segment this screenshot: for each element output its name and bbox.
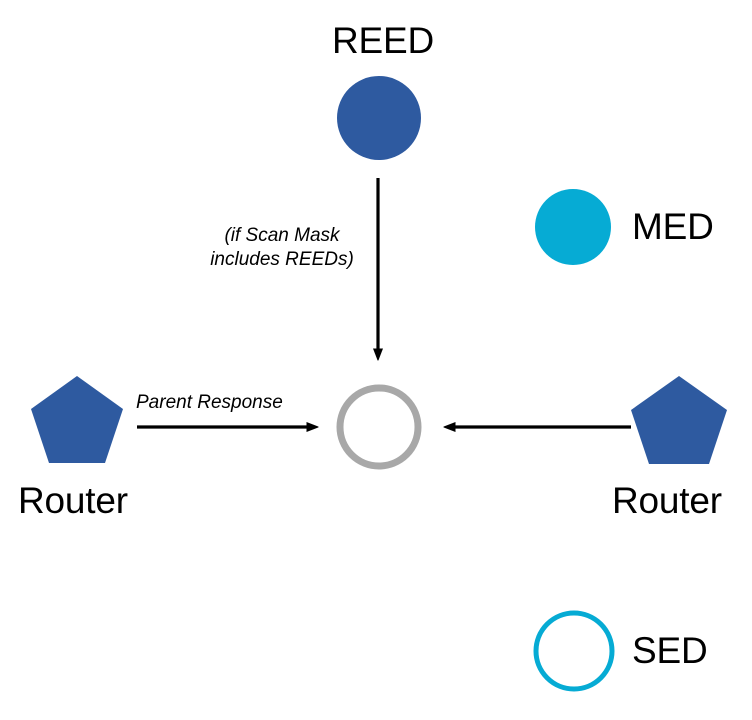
node-label-router-right: Router [612,480,722,521]
node-router-right-shape[interactable] [631,376,727,464]
edge-label-scan-mask: (if Scan Mask includes REEDs) [192,224,372,273]
node-router-left-shape[interactable] [31,376,123,463]
node-med-shape[interactable] [535,189,611,265]
node-label-sed: SED [632,630,708,671]
edge-label-parent-response: Parent Response [136,392,283,413]
node-label-med: MED [632,206,714,247]
node-joiner-shape[interactable] [336,384,422,470]
node-sed-shape[interactable] [533,610,615,692]
edge-label-scan-mask-line1: (if Scan Mask [224,225,340,246]
edge-label-scan-mask-line2: includes REEDs) [210,249,354,271]
node-label-reed: REED [332,20,434,61]
node-reed-shape[interactable] [337,76,421,160]
node-label-router-left: Router [18,480,128,521]
